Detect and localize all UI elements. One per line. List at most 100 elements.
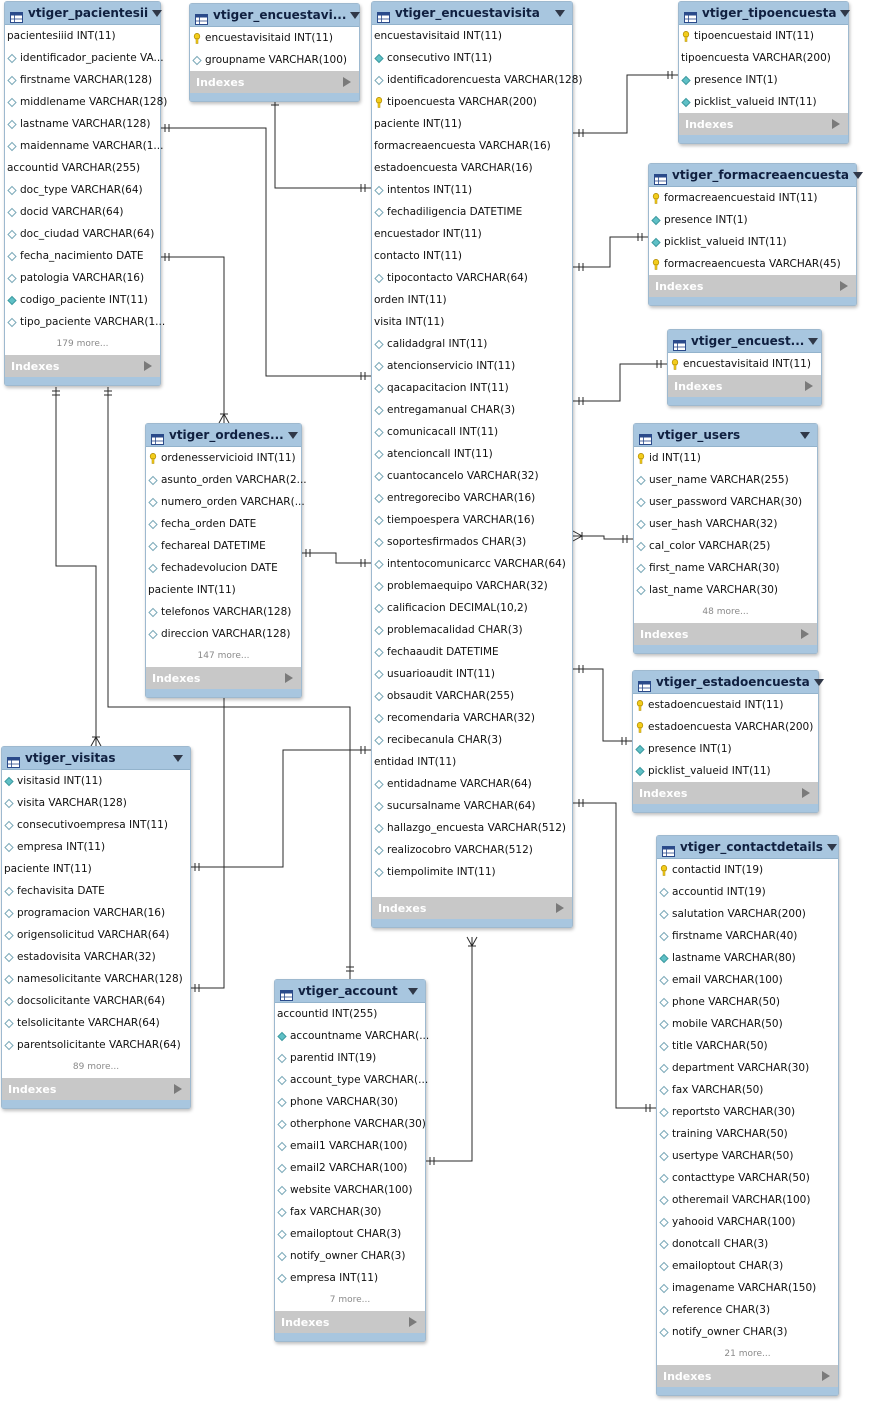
column-row[interactable]: empresa INT(11) (275, 1267, 425, 1289)
column-row[interactable]: tipoencuesta VARCHAR(200) (372, 91, 572, 113)
column-row[interactable]: contactid INT(19) (657, 859, 838, 881)
column-row[interactable]: recibecanula CHAR(3) (372, 729, 572, 751)
column-row[interactable]: lastname VARCHAR(128) (5, 113, 160, 135)
column-row[interactable]: presence INT(1) (649, 209, 856, 231)
dropdown-triangle-icon[interactable] (173, 754, 183, 762)
column-row[interactable]: entregamanual CHAR(3) (372, 399, 572, 421)
table-header[interactable]: vtiger_tipoencuesta (679, 2, 851, 25)
column-row[interactable]: presence INT(1) (633, 738, 818, 760)
column-row[interactable]: emailoptout CHAR(3) (657, 1255, 838, 1277)
expand-arrow-icon[interactable] (832, 119, 840, 129)
table-encuestavisitacf[interactable]: vtiger_encuest...encuestavisitaid INT(11… (667, 329, 822, 406)
dropdown-triangle-icon[interactable] (853, 171, 864, 179)
column-row[interactable]: intentocomunicarcc VARCHAR(64) (372, 553, 572, 575)
column-row[interactable]: contacto INT(11) (372, 245, 572, 267)
column-row[interactable]: tipoencuesta VARCHAR(200) (679, 47, 848, 69)
column-row[interactable]: picklist_valueid INT(11) (633, 760, 818, 782)
table-header[interactable]: vtiger_encuestavi... (190, 4, 361, 27)
column-row[interactable]: consecutivoempresa INT(11) (2, 814, 190, 836)
indexes-section[interactable]: Indexes (372, 897, 572, 919)
column-row[interactable]: website VARCHAR(100) (275, 1179, 425, 1201)
table-header[interactable]: vtiger_encuest... (668, 330, 821, 353)
indexes-section[interactable]: Indexes (5, 355, 160, 377)
column-row[interactable]: qacapacitacion INT(11) (372, 377, 572, 399)
column-row[interactable]: fechadiligencia DATETIME (372, 201, 572, 223)
column-row[interactable]: visita INT(11) (372, 311, 572, 333)
dropdown-triangle-icon[interactable] (408, 987, 418, 995)
column-row[interactable]: entidadname VARCHAR(64) (372, 773, 572, 795)
table-header[interactable]: vtiger_formacreaencuesta (649, 164, 864, 187)
column-row[interactable]: email VARCHAR(100) (657, 969, 838, 991)
column-row[interactable]: notify_owner CHAR(3) (275, 1245, 425, 1267)
column-row[interactable]: middlename VARCHAR(128) (5, 91, 167, 113)
column-row[interactable]: title VARCHAR(50) (657, 1035, 838, 1057)
indexes-section[interactable]: Indexes (146, 667, 301, 689)
column-row[interactable]: fechavisita DATE (2, 880, 190, 902)
column-row[interactable]: account_type VARCHAR(... (275, 1069, 428, 1091)
indexes-section[interactable]: Indexes (190, 71, 359, 93)
column-row[interactable]: empresa INT(11) (2, 836, 190, 858)
column-row[interactable]: parentsolicitante VARCHAR(64) (2, 1034, 190, 1056)
column-row[interactable]: training VARCHAR(50) (657, 1123, 838, 1145)
column-row[interactable]: fax VARCHAR(50) (657, 1079, 838, 1101)
column-row[interactable]: asunto_orden VARCHAR(2... (146, 469, 307, 491)
column-row[interactable]: last_name VARCHAR(30) (634, 579, 817, 601)
column-row[interactable]: cal_color VARCHAR(25) (634, 535, 817, 557)
column-row[interactable]: soportesfirmados CHAR(3) (372, 531, 572, 553)
indexes-section[interactable]: Indexes (275, 1311, 425, 1333)
column-row[interactable]: encuestavisitaid INT(11) (372, 25, 572, 47)
column-row[interactable]: intentos INT(11) (372, 179, 572, 201)
column-row[interactable]: calificacion DECIMAL(10,2) (372, 597, 572, 619)
column-row[interactable]: fechaaudit DATETIME (372, 641, 572, 663)
table-encuestavisitagroup[interactable]: vtiger_encuestavi...encuestavisitaid INT… (189, 3, 361, 102)
column-row[interactable]: pacientesiiid INT(11) (5, 25, 160, 47)
column-row[interactable]: formacreaencuestaid INT(11) (649, 187, 856, 209)
column-row[interactable]: emailoptout CHAR(3) (275, 1223, 425, 1245)
dropdown-triangle-icon[interactable] (152, 9, 163, 17)
indexes-section[interactable]: Indexes (679, 113, 848, 135)
column-row[interactable]: identificadorencuesta VARCHAR(128) (372, 69, 583, 91)
column-row[interactable]: telsolicitante VARCHAR(64) (2, 1012, 190, 1034)
table-header[interactable]: vtiger_pacientesii (5, 2, 163, 25)
column-row[interactable]: consecutivo INT(11) (372, 47, 572, 69)
expand-arrow-icon[interactable] (805, 381, 813, 391)
more-columns-link[interactable]: 147 more... (197, 651, 250, 661)
table-header[interactable]: vtiger_visitas (2, 747, 190, 770)
column-row[interactable]: fechareal DATETIME (146, 535, 301, 557)
column-row[interactable]: direccion VARCHAR(128) (146, 623, 301, 645)
column-row[interactable]: user_hash VARCHAR(32) (634, 513, 817, 535)
column-row[interactable]: fechadevolucion DATE (146, 557, 301, 579)
more-columns-link[interactable]: 179 more... (56, 339, 109, 349)
column-row[interactable]: entregorecibo VARCHAR(16) (372, 487, 572, 509)
indexes-section[interactable]: Indexes (2, 1078, 190, 1100)
more-columns-link[interactable]: 21 more... (724, 1349, 771, 1359)
column-row[interactable]: phone VARCHAR(50) (657, 991, 838, 1013)
column-row[interactable]: visita VARCHAR(128) (2, 792, 190, 814)
column-row[interactable]: codigo_paciente INT(11) (5, 289, 160, 311)
column-row[interactable]: usuarioaudit INT(11) (372, 663, 572, 685)
column-row[interactable]: problemaequipo VARCHAR(32) (372, 575, 572, 597)
dropdown-triangle-icon[interactable] (813, 678, 824, 686)
table-header[interactable]: vtiger_encuestavisita (372, 2, 572, 25)
column-row[interactable]: email1 VARCHAR(100) (275, 1135, 425, 1157)
column-row[interactable]: paciente INT(11) (146, 579, 301, 601)
column-row[interactable]: identificador_paciente VA... (5, 47, 164, 69)
column-row[interactable]: fecha_orden DATE (146, 513, 301, 535)
column-row[interactable]: accountid INT(19) (657, 881, 838, 903)
expand-arrow-icon[interactable] (801, 629, 809, 639)
column-row[interactable]: reportsto VARCHAR(30) (657, 1101, 838, 1123)
column-row[interactable]: phone VARCHAR(30) (275, 1091, 425, 1113)
column-row[interactable]: obsaudit VARCHAR(255) (372, 685, 572, 707)
column-row[interactable]: formacreaencuesta VARCHAR(16) (372, 135, 572, 157)
dropdown-triangle-icon[interactable] (826, 843, 837, 851)
column-row[interactable]: mobile VARCHAR(50) (657, 1013, 838, 1035)
column-row[interactable]: accountid VARCHAR(255) (5, 157, 160, 179)
